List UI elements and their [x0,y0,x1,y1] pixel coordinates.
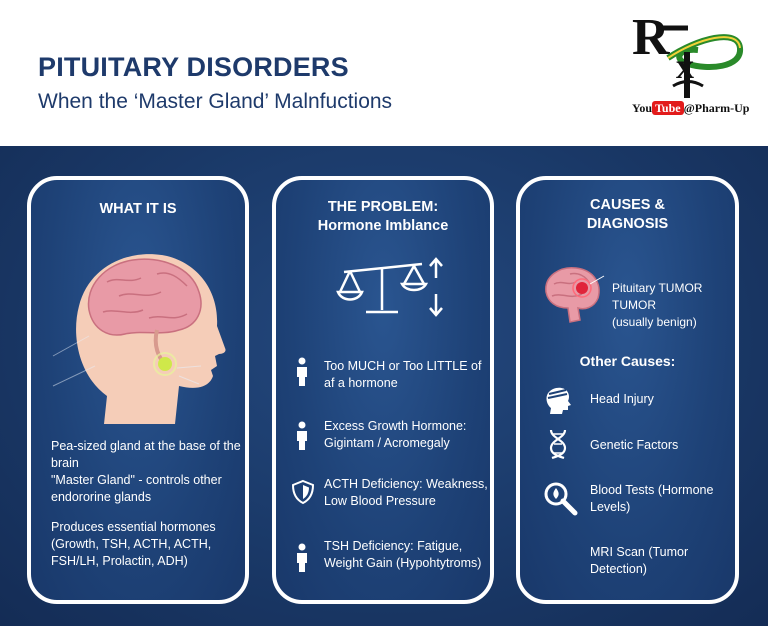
page-title: PITUITARY DISORDERS [38,52,349,82]
magnifier-icon [544,482,578,516]
causes-card: CAUSES & DIAGNOSIS Pituitary TUMOR TUMOR… [516,176,739,604]
what-it-is-line1: Pea-sized gland at the base of the brain [51,439,241,470]
cause-item-2: Genetic Factors [590,438,679,452]
head-icon [546,387,571,414]
content-panel: WHAT IT IS Pea-sized gland at the base o… [0,146,768,626]
dna-icon [549,429,567,460]
person-icon [297,357,307,386]
other-causes-title: Other Causes: [579,353,676,369]
balance-scale-icon [336,257,443,317]
svg-text:R: R [632,9,671,66]
problem-item-3: ACTH Deficiency: Weakness, Low Blood Pre… [324,477,488,508]
what-it-is-title: WHAT IT IS [99,201,177,217]
page-subtitle: When the ‘Master Gland’ Malnfuctions [38,90,393,113]
what-it-is-card: WHAT IT IS Pea-sized gland at the base o… [27,176,249,604]
person-icon [297,421,307,450]
problem-item-4: TSH Deficiency: Fatigue, Weight Gain (Hy… [324,539,482,570]
problem-title: THE PROBLEM: Hormone Imblance [317,199,449,234]
cause-item-3: Blood Tests (Hormone Levels) [590,483,714,514]
tumor-text: Pituitary TUMOR TUMOR (usually benign) [612,281,703,329]
cause-item-4: MRI Scan (Tumor Detection) [590,545,689,576]
brain-tumor-icon [545,267,605,323]
cause-item-1: Head Injury [590,392,654,406]
causes-title: CAUSES & DIAGNOSIS [586,197,669,232]
problem-item-2: Excess Growth Hormone: Gigintam / Acrome… [324,419,467,450]
shield-icon [291,479,315,505]
problem-card: THE PROBLEM: Hormone Imblance Too MUCH o… [272,176,494,604]
what-it-is-line2: "Master Gland" - controls other endorori… [51,473,222,504]
person-icon [297,543,307,572]
what-it-is-line3: Produces essential hormones (Growth, TSH… [51,520,216,568]
header: PITUITARY DISORDERS When the ‘Master Gla… [0,0,768,146]
problem-item-1: Too MUCH or Too LITTLE of af a hormone [324,359,482,390]
head-brain-icon [52,254,226,424]
rx-logo-icon: R x [632,9,743,98]
